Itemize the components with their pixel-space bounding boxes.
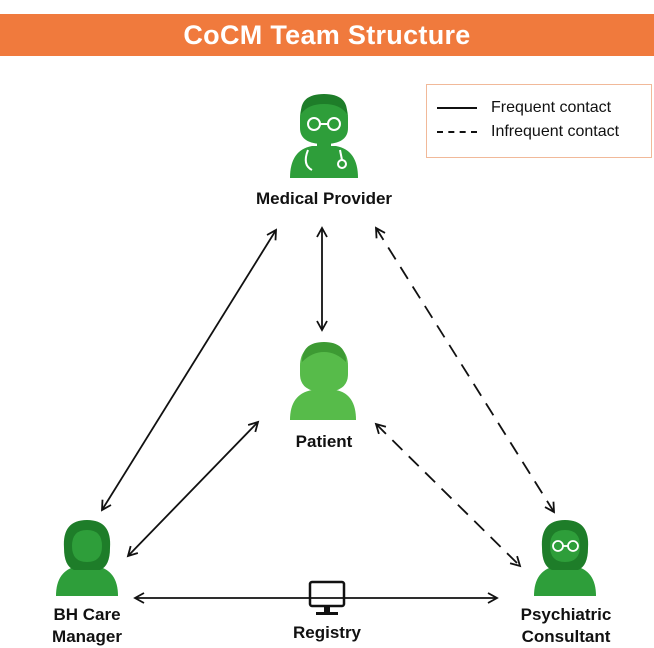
doctor-icon [290,94,358,178]
patient-icon [290,342,356,420]
title-banner: CoCM Team Structure [0,14,654,56]
dashed-line-swatch [437,131,477,133]
arrow-patient-psychiatrist [374,422,522,568]
legend-infrequent: Infrequent contact [437,123,619,141]
patient-text: Patient [295,432,353,451]
medical-provider-label: Medical Provider [230,188,418,210]
arrow-patient-caremanager [126,420,260,558]
legend-frequent-label: Frequent contact [491,99,612,116]
bh-care-manager-line1: BH Care [53,605,121,624]
psychiatric-consultant-label: Psychiatric Consultant [502,604,630,648]
arrow-provider-psychiatrist [375,226,555,514]
medical-provider-text: Medical Provider [255,189,393,208]
bh-care-manager-label: BH Care Manager [30,604,144,648]
arrow-provider-caremanager [101,228,277,512]
bh-care-manager-line2: Manager [52,627,122,646]
registry-text: Registry [292,623,362,642]
registry-label: Registry [267,622,387,644]
patient-label: Patient [264,431,384,453]
solid-line-swatch [437,107,477,109]
legend-infrequent-label: Infrequent contact [491,123,620,140]
diagram-title: CoCM Team Structure [183,19,471,50]
legend: Frequent contact Infrequent contact [426,84,652,158]
care-manager-icon [56,520,118,596]
legend-frequent: Frequent contact [437,99,611,117]
psychiatric-consultant-line1: Psychiatric [520,605,612,624]
psychiatric-consultant-line2: Consultant [521,627,611,646]
psychiatrist-icon [534,520,596,596]
